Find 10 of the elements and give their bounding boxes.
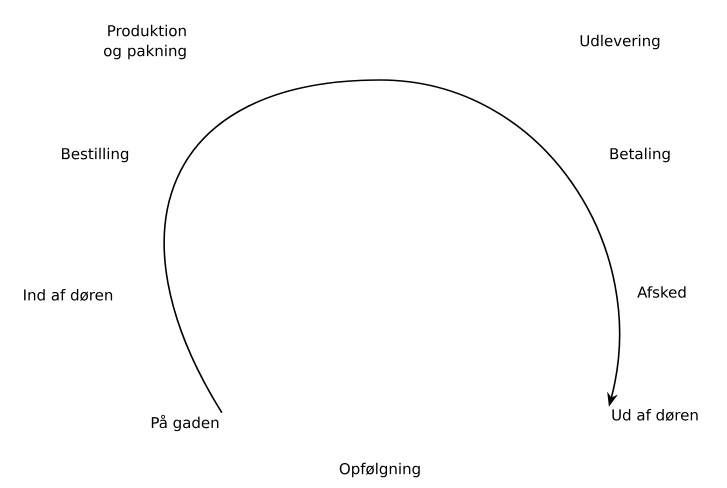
stage-label: Bestilling: [62, 148, 128, 162]
stage-label: Ind af døren: [24, 288, 112, 302]
stage-label: Opfølgning: [340, 462, 420, 478]
stage-label: Afsked: [637, 286, 686, 298]
arrow: [164, 79, 620, 414]
stage-label: Udlevering: [580, 34, 660, 50]
stage-label: Betaling: [610, 148, 670, 162]
stage-label: Ud af døren: [612, 408, 698, 422]
stage-label: Produktion og pakning: [104, 24, 186, 60]
stage-label: På gaden: [152, 414, 218, 432]
